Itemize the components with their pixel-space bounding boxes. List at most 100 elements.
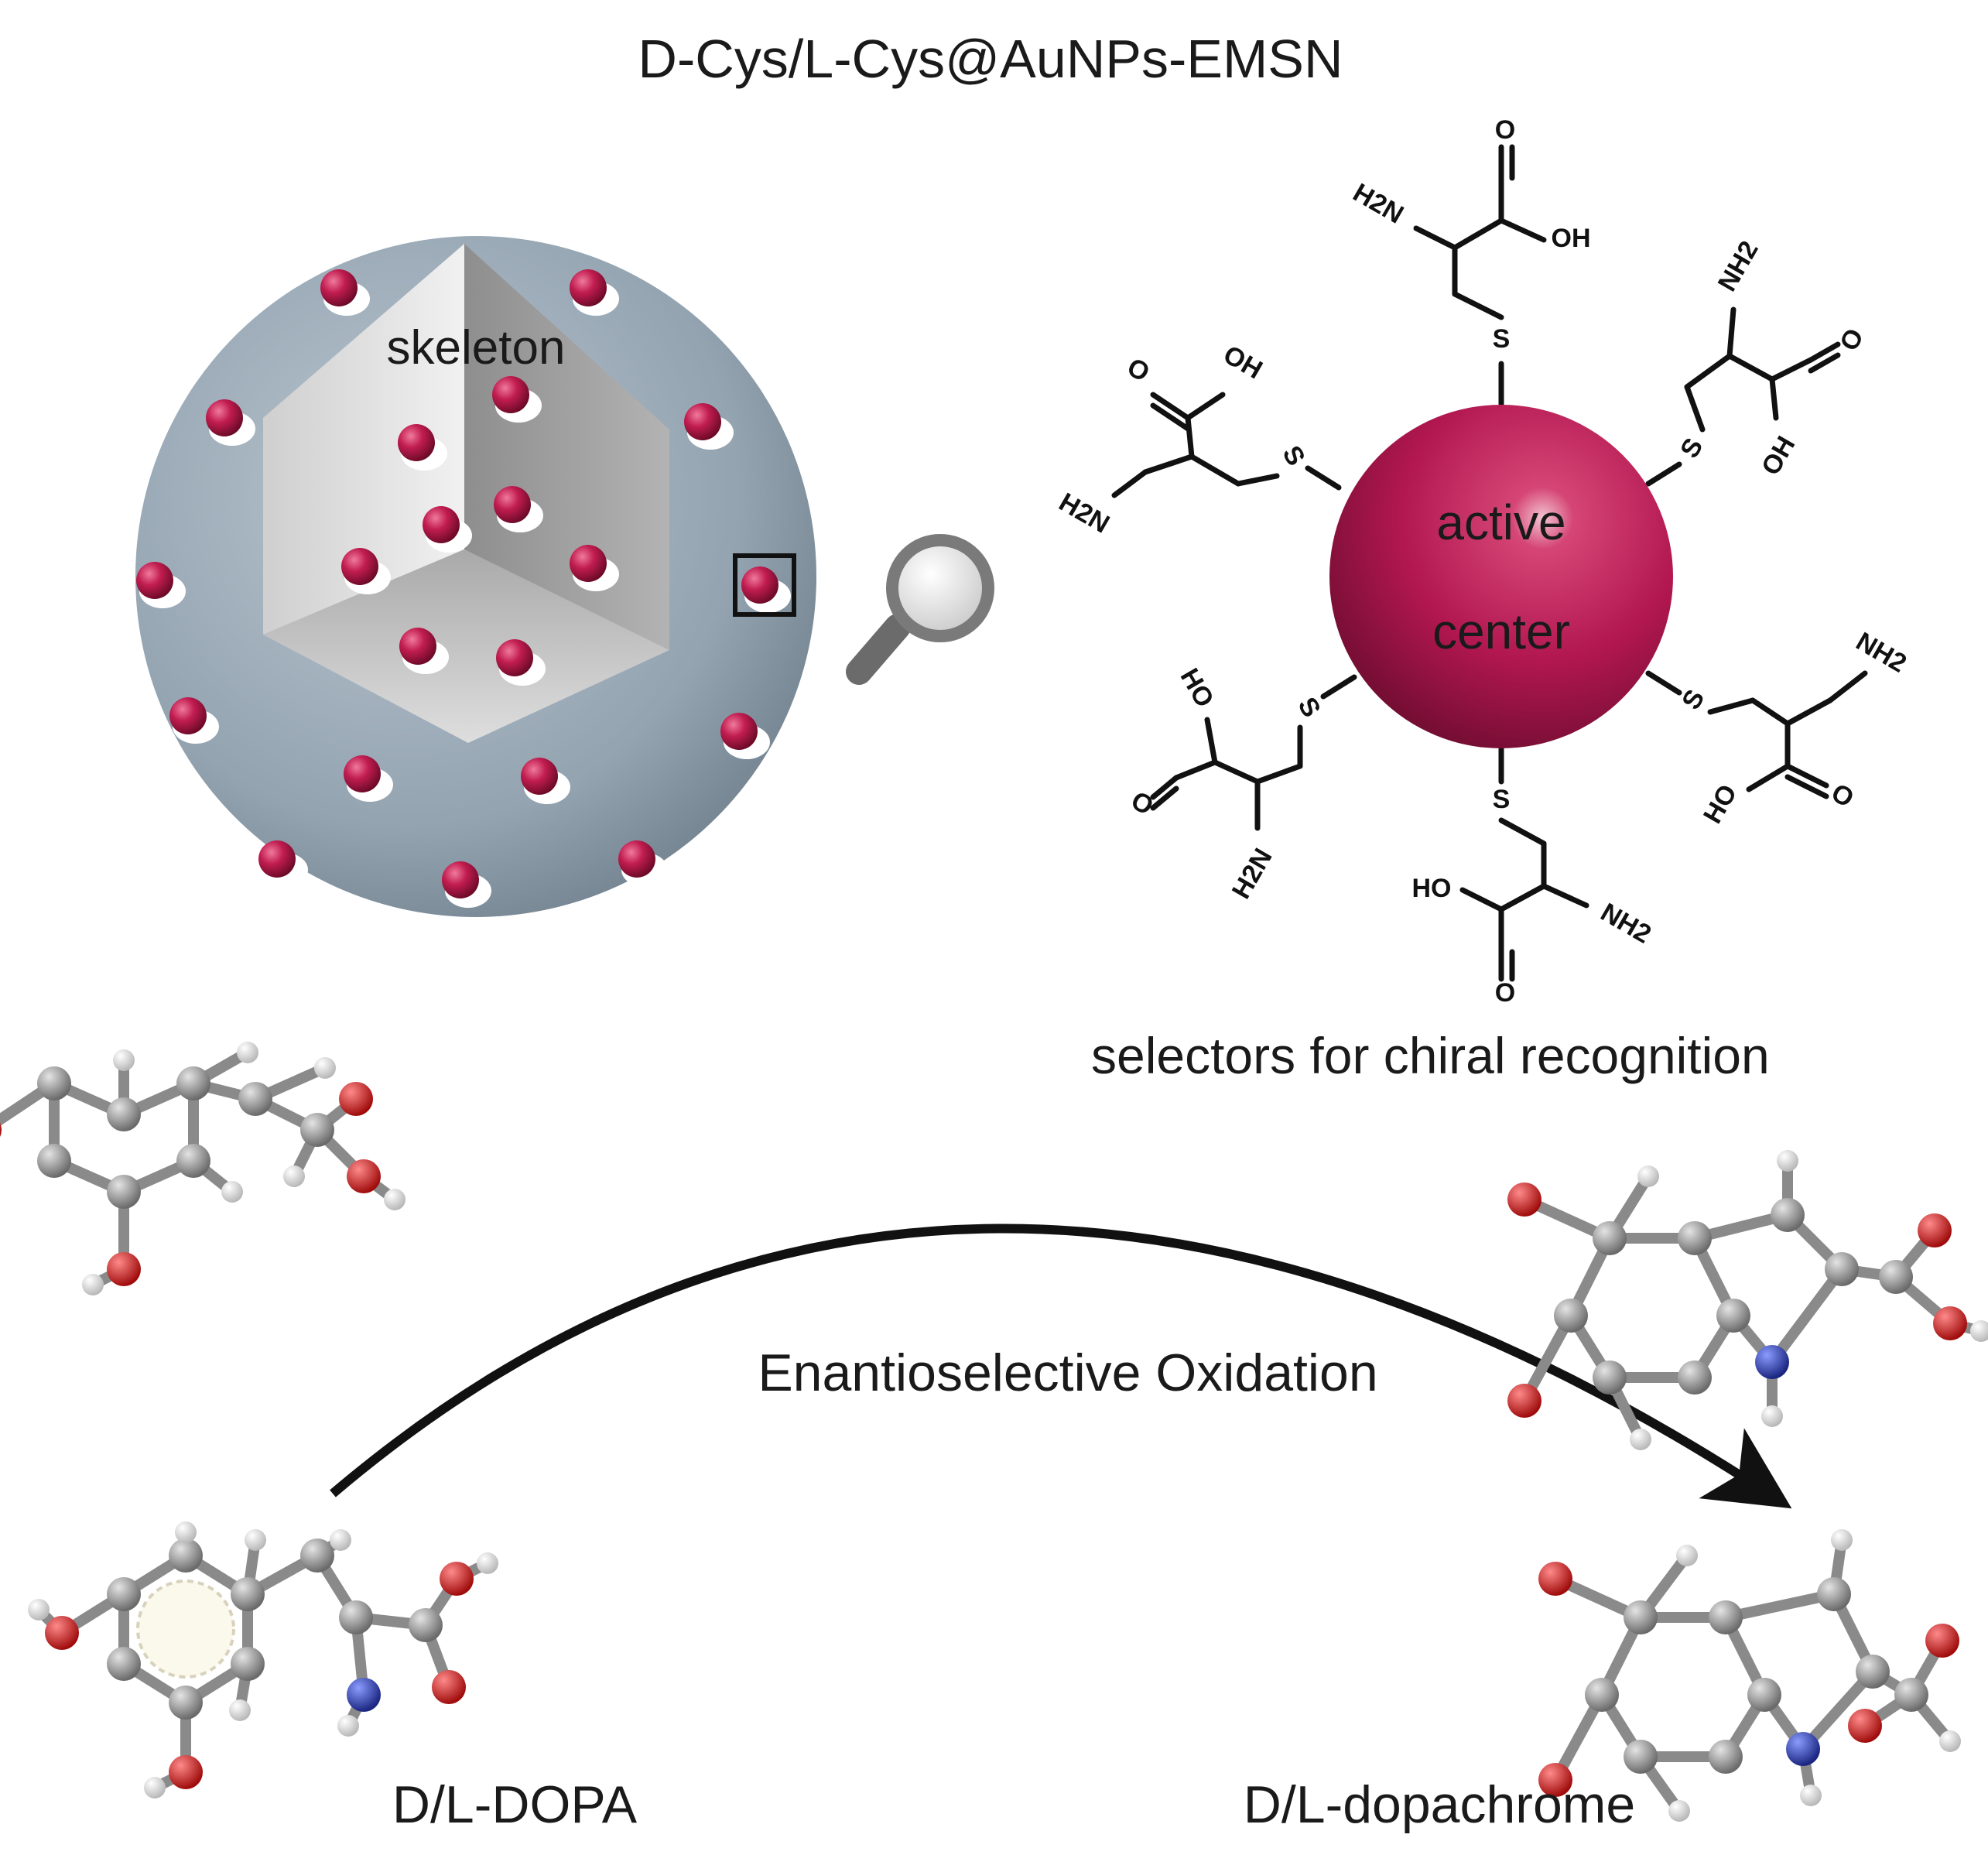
atom-label: O xyxy=(1834,323,1870,356)
molecule-bond xyxy=(1767,1264,1847,1367)
bond-line xyxy=(1150,785,1179,811)
hydrogen-atom xyxy=(28,1599,50,1621)
atom-label: O xyxy=(1826,778,1859,813)
emsn-sphere: skeleton xyxy=(135,236,816,917)
atom-label: OH xyxy=(1552,224,1591,253)
carbon-atom xyxy=(231,1647,265,1681)
carbon-atom xyxy=(176,1144,210,1178)
nitrogen-atom xyxy=(1755,1345,1789,1379)
carbon-atom xyxy=(1771,1198,1805,1232)
atom-label: S xyxy=(1493,785,1511,814)
hydrogen-atom xyxy=(1676,1545,1698,1566)
bond-line xyxy=(1254,763,1303,785)
carbon-atom xyxy=(1554,1299,1588,1333)
bond-line xyxy=(1189,453,1241,487)
cysteine-bonds xyxy=(1111,144,1868,982)
atom-label: S xyxy=(1675,433,1709,464)
atom-label: NH2 xyxy=(1851,627,1911,679)
dopachrome-molecule-bottom xyxy=(1538,1529,1961,1822)
atom-label: H2N xyxy=(1227,844,1278,904)
bond-line xyxy=(1684,384,1706,433)
bond-line xyxy=(1750,697,1791,727)
atom-label: HO xyxy=(1698,779,1743,828)
active-center-sphere xyxy=(1329,405,1673,748)
bond-line xyxy=(1235,473,1280,487)
carbon-atom xyxy=(300,1113,334,1147)
carbon-atom xyxy=(300,1538,334,1573)
bond-line xyxy=(1498,883,1547,912)
bond-line xyxy=(1305,465,1342,491)
oxygen-atom xyxy=(1918,1213,1952,1248)
nitrogen-atom xyxy=(1786,1732,1820,1766)
skeleton-label: skeleton xyxy=(387,321,566,375)
oxygen-atom xyxy=(107,1252,141,1286)
bond-line xyxy=(1827,670,1868,703)
bond-line xyxy=(1808,352,1841,374)
hydrogen-atom xyxy=(283,1165,305,1187)
gold-nanoparticle xyxy=(341,548,378,585)
carbon-atom xyxy=(1817,1577,1851,1611)
atom-label: S xyxy=(1277,441,1311,471)
atom-label: S xyxy=(1493,324,1511,354)
bond-line xyxy=(1173,759,1218,781)
hydrogen-atom xyxy=(229,1699,251,1721)
gold-nanoparticle xyxy=(684,403,721,440)
gold-nanoparticle xyxy=(442,861,479,898)
gold-nanoparticles xyxy=(136,269,791,908)
atom-label: O xyxy=(1122,352,1155,388)
gold-nanoparticle xyxy=(494,486,531,523)
bond-line xyxy=(1498,817,1547,847)
reactant-label: D/L-DOPA xyxy=(392,1775,638,1834)
hydrogen-atom xyxy=(1970,1320,1988,1342)
carbon-atom xyxy=(176,1066,210,1100)
hydrogen-atom xyxy=(314,1057,336,1079)
bond-line xyxy=(1645,461,1682,487)
oxygen-atom xyxy=(45,1616,79,1650)
carbon-atom xyxy=(37,1066,71,1100)
gold-nanoparticle xyxy=(618,840,655,878)
atom-label: O xyxy=(1126,785,1158,821)
hydrogen-atom xyxy=(113,1049,135,1071)
bond-line xyxy=(1185,415,1195,460)
bond-line xyxy=(1150,775,1179,800)
carbon-atom xyxy=(1585,1678,1619,1712)
atom-label: HO xyxy=(1412,874,1452,903)
bond-line xyxy=(1726,353,1775,382)
bond-line xyxy=(1150,402,1191,432)
dopa-molecule-bottom xyxy=(28,1521,498,1799)
atom-label: H2N xyxy=(1054,488,1114,539)
atom-label: O xyxy=(1495,978,1515,1008)
hydrogen-atom xyxy=(1831,1529,1853,1551)
nitrogen-atom xyxy=(347,1678,381,1712)
aromatic-ring xyxy=(136,1579,235,1679)
carbon-atom xyxy=(1825,1252,1859,1286)
hydrogen-atom xyxy=(1668,1800,1690,1822)
atom-label: NH2 xyxy=(1596,898,1656,950)
carbon-atom xyxy=(169,1538,203,1573)
atom-label: O xyxy=(1495,115,1515,145)
hydrogen-atom xyxy=(237,1042,258,1063)
molecule-bond xyxy=(1720,1589,1839,1623)
gold-nanoparticle xyxy=(136,562,173,599)
hydrogen-atom xyxy=(330,1529,351,1551)
bond-line xyxy=(1784,774,1829,799)
oxygen-atom xyxy=(440,1562,474,1596)
oxygen-atom xyxy=(0,1122,2,1138)
carbon-atom xyxy=(339,1600,373,1634)
bond-line xyxy=(1452,217,1504,251)
bond-line xyxy=(1784,697,1833,727)
carbon-atom xyxy=(1678,1221,1712,1255)
hydrogen-atom xyxy=(1630,1429,1651,1450)
active-center-label-line2: center xyxy=(1432,604,1570,659)
gold-nanoparticle xyxy=(398,424,435,461)
carbon-atom xyxy=(238,1082,272,1116)
carbon-atom xyxy=(1894,1678,1928,1712)
gold-nanoparticle xyxy=(492,376,529,413)
carbon-atom xyxy=(1747,1678,1781,1712)
carbon-atom xyxy=(1593,1221,1627,1255)
gold-nanoparticle xyxy=(206,399,243,436)
hydrogen-atom xyxy=(1637,1165,1659,1187)
carbon-atom xyxy=(1624,1740,1658,1774)
bond-line xyxy=(1459,887,1504,912)
